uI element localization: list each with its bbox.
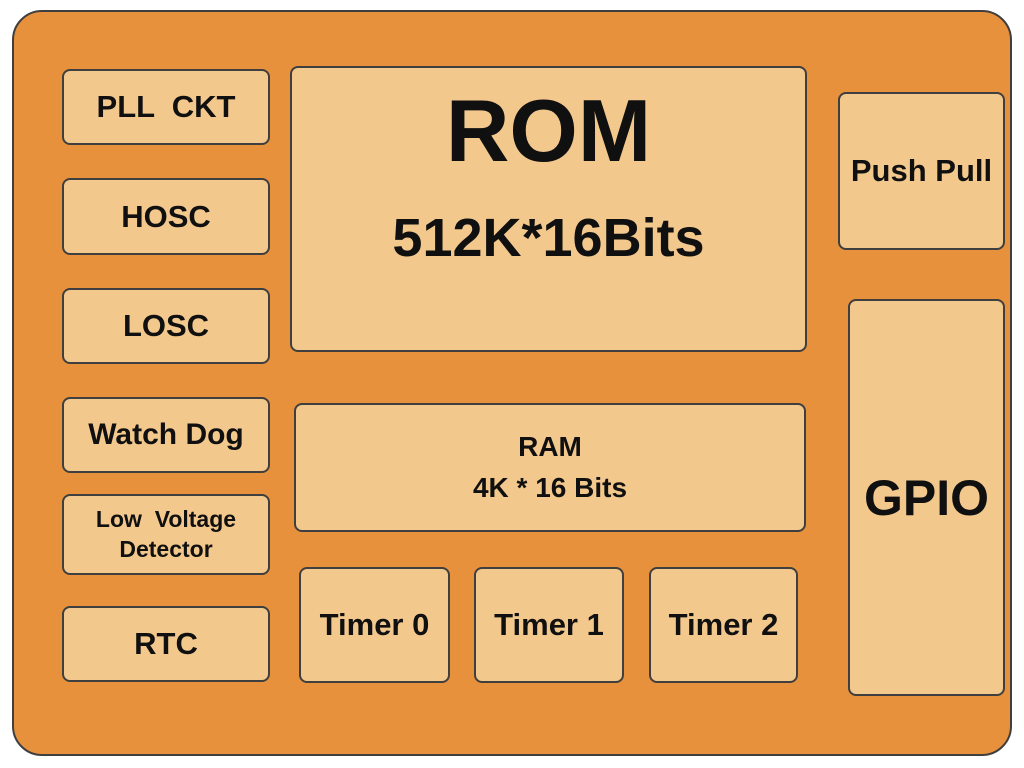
block-low-voltage-detector: Low Voltage Detector xyxy=(62,494,270,575)
hosc-label: HOSC xyxy=(121,198,211,234)
ram-capacity: 4K * 16 Bits xyxy=(472,471,628,503)
low-voltage-detector-line2: Detector xyxy=(119,535,213,562)
ram-title: RAM xyxy=(518,430,582,462)
block-pll-ckt: PLL CKT xyxy=(62,69,270,145)
timer-2-label: Timer 2 xyxy=(668,607,779,642)
timer-1-label: Timer 1 xyxy=(494,607,604,642)
low-voltage-detector-line1: Low Voltage xyxy=(95,505,237,532)
gpio-label: GPIO xyxy=(863,469,990,526)
rtc-label: RTC xyxy=(134,626,198,661)
watch-dog-label: Watch Dog xyxy=(88,418,244,451)
rom-capacity: 512K*16Bits xyxy=(392,208,705,269)
block-gpio: GPIO xyxy=(848,299,1005,696)
block-rtc: RTC xyxy=(62,606,270,682)
push-pull-label: Push Pull xyxy=(850,153,993,188)
block-hosc: HOSC xyxy=(62,178,270,255)
block-rom: ROM 512K*16Bits xyxy=(290,66,807,352)
losc-label: LOSC xyxy=(122,308,210,343)
block-push-pull: Push Pull xyxy=(838,92,1005,250)
block-ram: RAM 4K * 16 Bits xyxy=(294,403,806,532)
block-timer-2: Timer 2 xyxy=(649,567,798,683)
chip-body: PLL CKT HOSC LOSC Watch Dog Low Voltage … xyxy=(12,10,1012,756)
block-losc: LOSC xyxy=(62,288,270,364)
block-timer-1: Timer 1 xyxy=(474,567,624,683)
block-watch-dog: Watch Dog xyxy=(62,397,270,473)
pll-ckt-label: PLL CKT xyxy=(96,89,236,124)
block-timer-0: Timer 0 xyxy=(299,567,450,683)
timer-0-label: Timer 0 xyxy=(319,607,430,642)
rom-title: ROM xyxy=(445,81,652,180)
